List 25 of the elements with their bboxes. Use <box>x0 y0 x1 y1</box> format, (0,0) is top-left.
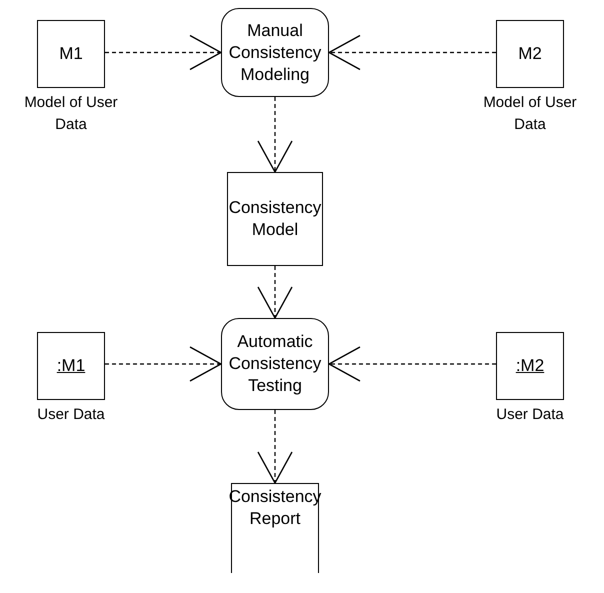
class-box <box>496 20 564 88</box>
node-label: Model of User Data <box>482 93 578 135</box>
node-label: User Data <box>495 405 565 425</box>
node-label: M2 <box>518 43 542 65</box>
dashed-arrow <box>105 346 222 382</box>
node-label: User Data <box>36 405 106 425</box>
dashed-arrow <box>257 410 293 484</box>
dashed-arrow <box>257 97 293 173</box>
class-box <box>37 332 105 400</box>
node-label: Model of User Data <box>23 93 119 135</box>
node-label: Manual Consistency Modeling <box>228 20 322 86</box>
object-name: :M2 <box>516 355 544 377</box>
node-label: M1 <box>59 43 83 65</box>
class-box <box>37 20 105 88</box>
activity-box <box>221 318 329 410</box>
object-name: :M1 <box>56 355 86 377</box>
dashed-arrow <box>257 266 293 319</box>
class-box <box>227 172 323 266</box>
dashed-arrow <box>328 34 496 70</box>
dashed-arrow <box>328 346 496 382</box>
node-label: Consistency Model <box>228 197 322 241</box>
dashed-arrow <box>105 34 222 70</box>
activity-box <box>221 8 329 97</box>
node-label: Automatic Consistency Testing <box>228 331 322 397</box>
class-box <box>496 332 564 400</box>
